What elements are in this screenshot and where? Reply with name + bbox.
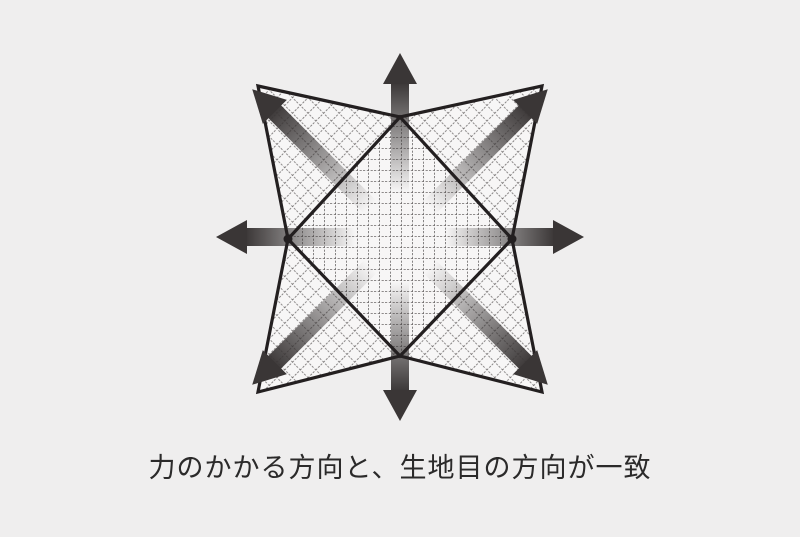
outer-star-outline <box>255 83 545 395</box>
arrow-right-icon <box>553 220 584 254</box>
arrow-shafts <box>245 82 555 392</box>
arrow-up-left-icon <box>252 89 287 124</box>
arrow-up-icon <box>383 53 417 84</box>
arrow-left-icon <box>216 220 247 254</box>
arrow-down-left-icon <box>252 350 287 385</box>
arrow-down-icon <box>383 390 417 421</box>
joint-dots <box>283 234 517 244</box>
diagram-caption: 力のかかる方向と、生地目の方向が一致 <box>148 453 652 484</box>
inner-square-outline <box>285 114 515 359</box>
outlines <box>255 83 545 395</box>
arrow-down-right-icon <box>513 350 548 385</box>
arrow-up-right-icon <box>513 89 548 124</box>
arrow-heads <box>216 53 584 421</box>
